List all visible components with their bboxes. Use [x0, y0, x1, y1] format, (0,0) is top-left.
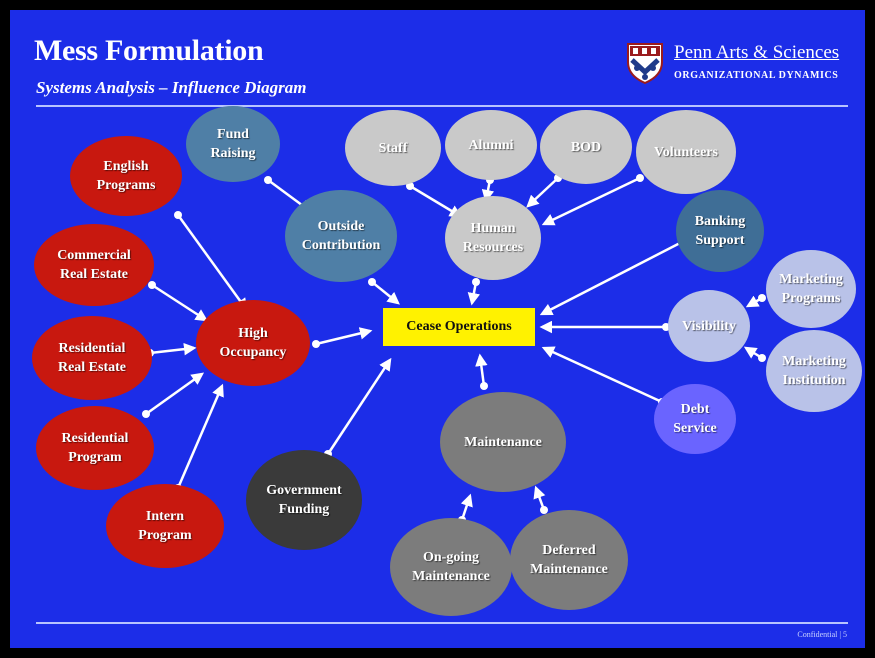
arrow-residential-re-to-occupancy [146, 342, 197, 357]
node-visibility: Visibility [668, 290, 750, 362]
slide-subtitle: Systems Analysis – Influence Diagram [36, 78, 307, 97]
node-human-resources: Human Resources [445, 196, 541, 280]
node-ongoing-maintenance: On-going Maintenance [390, 518, 512, 616]
penn-shield-icon [627, 43, 663, 84]
arrow-english-to-occupancy [174, 211, 248, 312]
node-residential-program: Residential Program [36, 406, 154, 490]
node-marketing-programs: Marketing Programs [766, 250, 856, 328]
node-government-funding: Government Funding [246, 450, 362, 550]
arrow-debt-to-cease [541, 346, 666, 406]
arrow-government-to-cease [324, 357, 392, 458]
node-cease-operations: Cease Operations [383, 308, 535, 346]
arrow-residential-prog-to-occupancy [142, 372, 205, 418]
node-deferred-maintenance: Deferred Maintenance [510, 510, 628, 610]
arrow-ongoing-to-maintenance [458, 493, 473, 524]
bottom-divider [36, 622, 848, 624]
top-divider [36, 105, 848, 107]
node-maintenance: Maintenance [440, 392, 566, 492]
influence-arrows [142, 174, 766, 524]
node-fund-raising: Fund Raising [186, 106, 280, 182]
footer-confidential: Confidential | 5 [797, 630, 847, 639]
node-commercial-real-estate: Commercial Real Estate [34, 224, 154, 306]
node-staff: Staff [345, 110, 441, 186]
node-outside-contribution: Outside Contribution [285, 190, 397, 282]
brand-name: Penn Arts & Sciences [674, 42, 840, 63]
penn-brand: Penn Arts & Sciences ORGANIZATIONAL DYNA… [626, 42, 856, 88]
node-high-occupancy: High Occupancy [196, 300, 310, 386]
arrow-bod-to-hr [526, 174, 562, 208]
node-debt-service: Debt Service [654, 384, 736, 454]
node-alumni: Alumni [445, 110, 537, 180]
arrow-maintenance-to-cease [475, 353, 488, 390]
node-volunteers: Volunteers [636, 110, 736, 194]
node-english-programs: English Programs [70, 136, 182, 216]
arrow-deferred-to-maintenance [533, 485, 548, 514]
arrow-occupancy-to-cease [312, 327, 373, 348]
node-intern-program: Intern Program [106, 484, 224, 568]
slide: Mess Formulation Systems Analysis – Infl… [10, 10, 865, 648]
node-bod: BOD [540, 110, 632, 184]
arrow-outside-to-cease [368, 278, 400, 305]
brand-subtitle: ORGANIZATIONAL DYNAMICS [674, 70, 839, 81]
arrow-banking-to-cease [539, 238, 686, 316]
arrow-intern-to-occupancy [174, 383, 224, 492]
node-residential-real-estate: Residential Real Estate [32, 316, 152, 400]
arrow-commercial-to-occupancy [148, 281, 209, 322]
node-marketing-institution: Marketing Institution [766, 330, 862, 412]
arrow-mktinst-to-visibility [743, 346, 766, 362]
arrow-volunteers-to-hr [541, 174, 644, 226]
arrow-staff-to-hr [406, 182, 463, 218]
node-banking-support: Banking Support [676, 190, 764, 272]
arrow-hr-to-cease [467, 278, 481, 306]
slide-title: Mess Formulation [34, 34, 264, 67]
arrow-mktprog-to-visibility [745, 294, 766, 308]
